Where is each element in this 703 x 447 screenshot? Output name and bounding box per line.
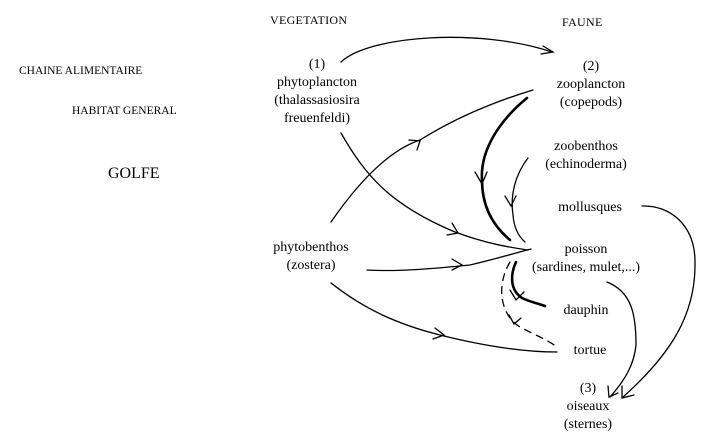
arrowhead-icon [408,139,421,151]
arrowhead-icon [432,327,446,340]
node-detail: (sternes) [563,417,613,432]
node-detail: (thalassasiosira [274,93,360,108]
node-zooplancton: (2) zooplancton (copepods) [536,58,646,112]
node-poisson: poisson (sardines, mulet,...) [516,241,656,277]
node-name: oiseaux [566,399,610,414]
link-zooplancton-poisson [474,96,529,242]
node-phytobenthos: phytobenthos (zostera) [254,239,368,275]
node-name: tortue [573,343,607,358]
node-number: (3) [579,381,597,396]
arrowhead-icon [621,385,635,399]
link-mollusques-oiseaux [621,205,696,399]
node-detail: (echinoderma) [545,157,627,172]
node-name: poisson [564,242,608,257]
row-label-habitat-general: HABITAT GENERAL [72,105,177,117]
link-phytoplancton-poisson [340,132,529,251]
link-poisson-tortue [501,261,558,348]
row-label-chaine-alimentaire: CHAINE ALIMENTAIRE [19,65,143,77]
link-line [330,282,558,353]
arrowhead-icon [446,222,460,236]
link-phytoplancton-zooplancton [340,36,555,63]
node-phytoplancton: (1) phytoplancton (thalassasiosira freue… [252,56,382,128]
node-number: (1) [308,57,326,72]
node-zoobenthos: zoobenthos (echinoderma) [526,138,646,174]
row-label-golfe: GOLFE [108,165,160,182]
arrowhead-icon [607,385,619,398]
arrowhead-icon [474,171,488,186]
arrowhead-icon [509,289,525,302]
link-phytobenthos-poisson [366,248,532,272]
link-line [366,248,532,272]
node-detail: (zostera) [286,258,336,273]
column-header-faune: FAUNE [562,15,603,29]
link-phytobenthos-zooplancton [330,89,534,223]
node-detail: freuenfeldi) [283,111,351,126]
node-name: dauphin [563,303,609,318]
node-dauphin: dauphin [550,302,622,320]
node-detail: (sardines, mulet,...) [531,260,641,275]
node-detail: (copepods) [559,95,623,110]
node-name: mollusques [558,200,622,215]
link-poisson-oiseaux [606,281,637,398]
link-line [622,205,696,398]
node-tortue: tortue [560,342,620,360]
column-header-vegetation: VEGETATION [270,13,348,27]
node-name: zooplancton [556,77,626,92]
link-phytobenthos-tortue [330,282,558,353]
node-mollusques: mollusques [540,199,640,217]
node-number: (2) [582,59,600,74]
arrowhead-icon [540,45,555,55]
link-line [330,89,534,223]
arrowhead-icon [508,314,522,326]
arrowhead-icon [504,195,517,208]
link-line [340,132,529,251]
node-name: phytoplancton [276,75,358,90]
link-line [501,261,558,348]
link-line [480,96,529,242]
node-name: phytobenthos [273,240,349,255]
link-line [340,36,553,63]
link-line [511,157,529,243]
arrowhead-icon [451,258,464,271]
link-line [510,260,547,308]
node-oiseaux: (3) oiseaux (sternes) [548,380,628,434]
link-line [606,281,637,398]
node-name: zoobenthos [554,139,618,154]
link-zoobenthos-poisson [504,157,529,243]
link-poisson-dauphin [509,260,547,308]
